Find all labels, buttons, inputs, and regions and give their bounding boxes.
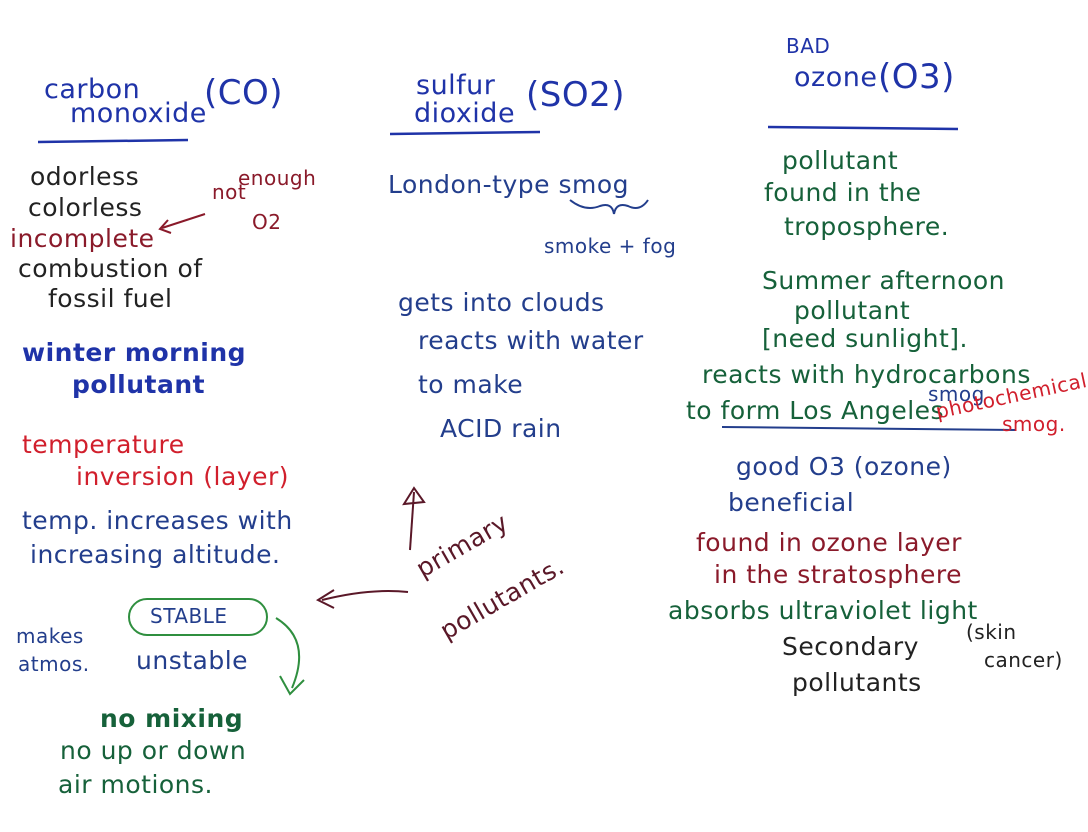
ozone-formula: (O3): [878, 57, 955, 97]
smoke-fog-text: smoke + fog: [544, 234, 677, 258]
absorbs-uv-text: absorbs ultraviolet light: [668, 596, 978, 625]
so2-title-line2: dioxide: [414, 98, 516, 129]
gets-into-clouds-text: gets into clouds: [398, 288, 605, 317]
summer-afternoon-text: Summer afternoon: [762, 266, 1006, 295]
inversion-text: inversion (layer): [76, 462, 290, 491]
not-enough-arrowhead: [158, 219, 172, 234]
makes-text: makes: [16, 624, 84, 648]
smog-brace: [569, 199, 649, 215]
pollutant-text: pollutant: [72, 370, 206, 399]
not-enough-arrow: [161, 213, 206, 229]
so2-underline: [389, 130, 541, 136]
co-formula: (CO): [204, 73, 284, 113]
stable-arrowhead: [279, 675, 305, 696]
cancer-text: cancer): [984, 648, 1063, 672]
pollutant2-text: pollutant: [794, 296, 911, 325]
fossil-fuel-text: fossil fuel: [48, 284, 173, 313]
secondary-text: Secondary: [782, 632, 919, 661]
stable-text: STABLE: [150, 604, 228, 628]
atmos-text: atmos.: [18, 652, 90, 676]
found-ozone-layer-text: found in ozone layer: [696, 528, 962, 557]
reacts-hydrocarbons-text: reacts with hydrocarbons: [702, 360, 1031, 389]
temp-increases-text: temp. increases with: [22, 506, 293, 535]
air-motions-text: air motions.: [58, 770, 213, 799]
enough-text: enough: [238, 166, 317, 190]
so2-formula: (SO2): [526, 75, 626, 115]
acid-rain-text: ACID rain: [440, 414, 562, 443]
beneficial-text: beneficial: [728, 488, 855, 517]
not-text: not: [212, 180, 247, 204]
smog-label: smog: [928, 382, 985, 406]
ozone-title: ozone: [794, 62, 878, 93]
stable-oval: [128, 598, 268, 636]
no-mixing-text: no mixing: [100, 704, 244, 733]
la-smog-underline: [721, 426, 1017, 431]
ozone-underline: [767, 125, 959, 131]
ozone-pollutant-text: pollutant: [782, 146, 899, 175]
troposphere-text: troposphere.: [784, 212, 950, 241]
bad-label: BAD: [786, 34, 831, 58]
increasing-altitude-text: increasing altitude.: [30, 540, 281, 569]
in-stratosphere-text: in the stratosphere: [714, 560, 962, 589]
odorless-text: odorless: [30, 162, 140, 191]
to-form-la-text: to form Los Angeles: [686, 396, 945, 425]
co-title-line1: carbon: [44, 74, 141, 105]
smog2-text: smog.: [1002, 412, 1066, 436]
to-make-text: to make: [418, 370, 524, 399]
secondary-pollutants-text: pollutants: [792, 668, 922, 697]
co-underline: [37, 138, 189, 144]
stable-arrow: [275, 617, 301, 689]
left-arrow-shaft: [321, 590, 409, 601]
o2-text: O2: [252, 210, 282, 234]
incomplete-text: incomplete: [10, 224, 155, 253]
left-arrow-head: [315, 589, 335, 609]
winter-morning-text: winter morning: [22, 338, 247, 367]
up-arrow-head: [402, 486, 426, 506]
good-o3-text: good O3 (ozone): [736, 452, 952, 481]
unstable-text: unstable: [136, 646, 249, 675]
found-in-text: found in the: [764, 178, 922, 207]
london-smog-text: London-type smog: [388, 170, 629, 199]
up-arrow-shaft: [409, 491, 415, 551]
so2-title-line1: sulfur: [416, 70, 496, 101]
colorless-text: colorless: [28, 193, 143, 222]
need-sunlight-text: [need sunlight].: [762, 324, 968, 353]
skin-text: (skin: [966, 620, 1017, 644]
reacts-water-text: reacts with water: [418, 326, 644, 355]
combustion-text: combustion of: [18, 254, 203, 283]
temperature-text: temperature: [22, 430, 185, 459]
no-up-down-text: no up or down: [60, 736, 247, 765]
co-title-line2: monoxide: [70, 98, 207, 129]
